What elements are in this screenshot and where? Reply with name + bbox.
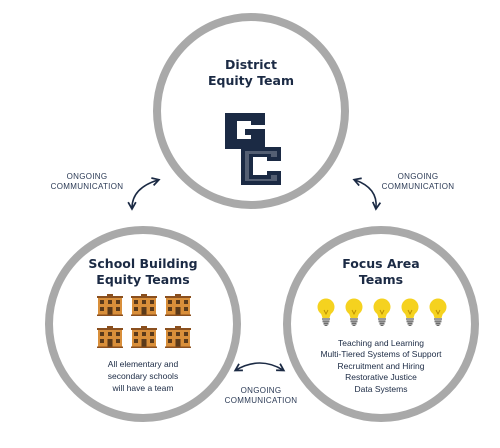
arrow-right xyxy=(352,177,382,211)
focus-area-teams-title: Focus Area Teams xyxy=(291,256,471,288)
communication-label-left: ONGOING COMMUNICATION xyxy=(47,172,127,192)
school-building-icon xyxy=(131,294,157,316)
gc-logo-icon xyxy=(225,113,281,185)
school-team-note: All elementary and secondary schools wil… xyxy=(73,358,213,394)
lightbulb-icon xyxy=(429,298,447,326)
title-line: School Building xyxy=(88,256,198,271)
comm-line: ONGOING xyxy=(397,172,439,181)
focus-area-teams-circle: Focus Area Teams Teaching and Learning M… xyxy=(283,226,479,422)
comm-line: COMMUNICATION xyxy=(224,396,298,405)
title-line: Teams xyxy=(358,272,404,287)
school-building-equity-teams-circle: School Building Equity Teams All element… xyxy=(45,226,241,422)
lightbulbs-row xyxy=(315,296,449,328)
focus-area-item: Teaching and Learning xyxy=(337,338,424,348)
comm-line: ONGOING xyxy=(240,386,282,395)
lightbulb-icon xyxy=(373,298,391,326)
school-building-icon xyxy=(165,294,191,316)
school-building-icon xyxy=(165,326,191,348)
note-line: will have a team xyxy=(112,383,174,393)
arrow-bottom xyxy=(233,362,286,372)
title-line: Equity Teams xyxy=(96,272,190,287)
focus-area-item: Restorative Justice xyxy=(345,372,417,383)
focus-area-item: Multi-Tiered Systems of Support xyxy=(320,349,442,360)
title-line: Focus Area xyxy=(342,256,420,271)
title-line: Equity Team xyxy=(208,73,294,88)
title-line: District xyxy=(225,57,277,72)
district-equity-team-circle: District Equity Team xyxy=(153,13,349,209)
communication-label-right: ONGOING COMMUNICATION xyxy=(378,172,458,192)
school-building-equity-teams-title: School Building Equity Teams xyxy=(53,256,233,288)
note-line: All elementary and xyxy=(107,359,179,369)
school-buildings-grid xyxy=(97,294,193,348)
comm-line: COMMUNICATION xyxy=(381,182,455,191)
lightbulb-icon xyxy=(317,298,335,326)
school-building-icon xyxy=(97,326,123,348)
arrow-left xyxy=(127,177,161,211)
comm-line: ONGOING xyxy=(66,172,108,181)
district-equity-team-title: District Equity Team xyxy=(161,57,341,89)
note-line: secondary schools xyxy=(107,371,179,381)
lightbulb-icon xyxy=(401,298,419,326)
comm-line: COMMUNICATION xyxy=(50,182,124,191)
focus-area-item: Recruitment and Hiring xyxy=(337,360,425,371)
focus-area-list: Teaching and Learning Multi-Tiered Syste… xyxy=(299,338,463,395)
school-building-icon xyxy=(131,326,157,348)
focus-area-item: Data Systems xyxy=(354,383,408,394)
communication-label-bottom: ONGOING COMMUNICATION xyxy=(213,386,309,406)
lightbulb-icon xyxy=(345,298,363,326)
school-building-icon xyxy=(97,294,123,316)
